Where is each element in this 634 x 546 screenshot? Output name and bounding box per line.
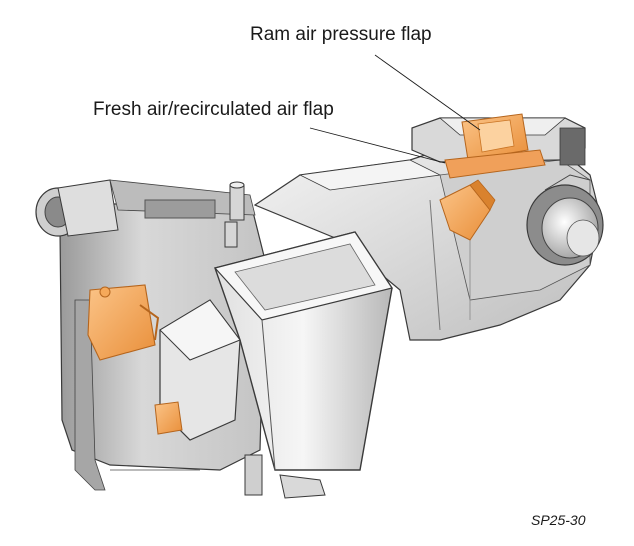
fresh-recirculated-air-flap-label: Fresh air/recirculated air flap xyxy=(93,99,334,120)
ram-air-pressure-flap-label: Ram air pressure flap xyxy=(250,24,432,45)
drain-outlet xyxy=(244,454,326,499)
figure-reference: SP25-30 xyxy=(531,512,586,528)
leader-line-ram xyxy=(374,54,481,131)
connector-pipes xyxy=(224,181,245,248)
left-flap-actuator xyxy=(87,284,160,361)
ram-air-pressure-flap xyxy=(444,113,546,179)
leader-line-fresh xyxy=(309,127,446,164)
fresh-recirculated-air-flap xyxy=(439,179,496,241)
blower-motor xyxy=(526,174,604,266)
lower-connector xyxy=(154,401,183,435)
footwell-duct xyxy=(159,299,241,441)
upper-left-pipe xyxy=(35,179,256,237)
